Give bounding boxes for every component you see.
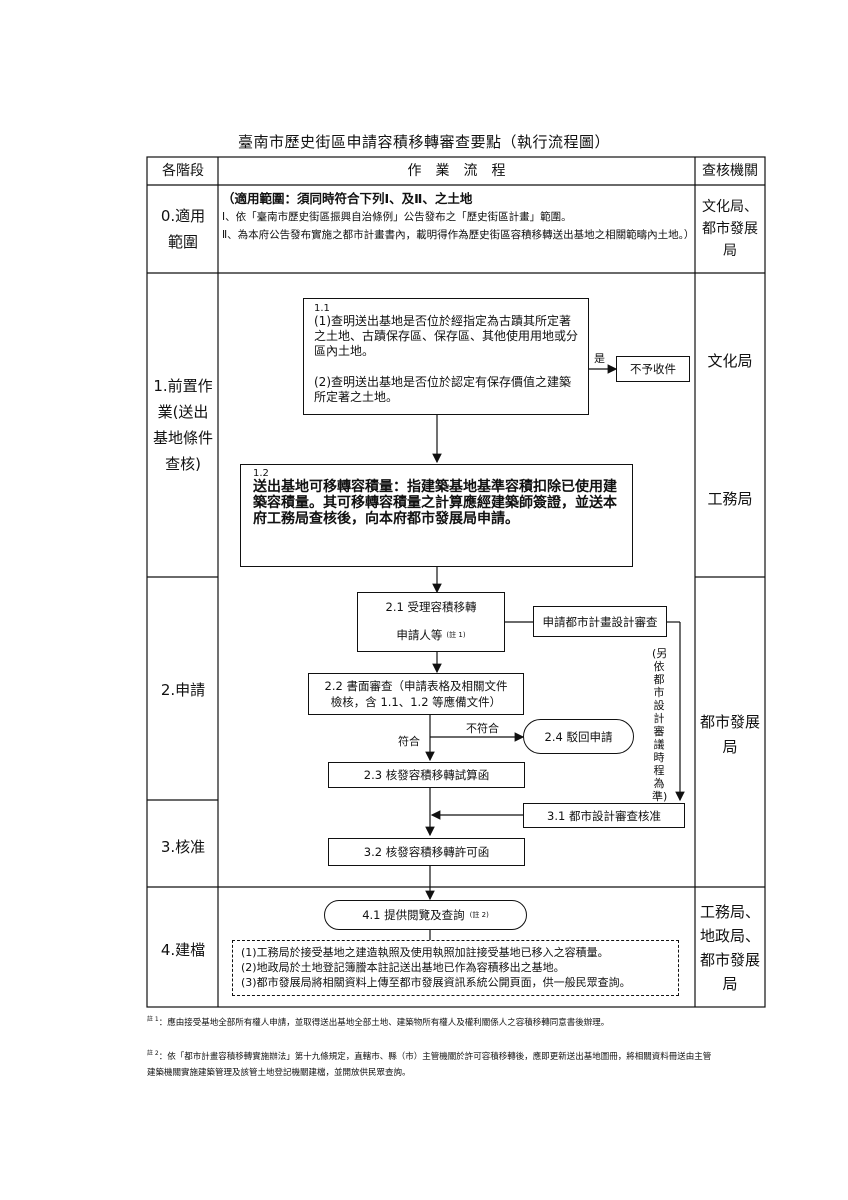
agency-prep-works: 工務局 <box>707 489 753 508</box>
label-yes: 是 <box>594 352 605 365</box>
agency-prep-culture: 文化局 <box>707 351 753 370</box>
box-2-1-title: 2.1 受理容積移轉 <box>385 599 477 614</box>
box-2-3: 2.3 核發容積移轉試算函 <box>328 762 525 788</box>
urban-review-side-note: (另依都市設計審議時程為準) <box>652 647 668 803</box>
box-reject: 不予收件 <box>616 356 690 382</box>
archive-actions-list: (1)工務局於接受基地之建造執照及使用執照加註接受基地已移入之容積量。 (2)地… <box>232 940 679 996</box>
scope-text: （適用範圍：須同時符合下列Ⅰ、及Ⅱ、之土地 Ⅰ、依「臺南市歷史街區振興自治條例」… <box>222 190 695 244</box>
box-1-2-text: 送出基地可移轉容積量：指建築基地基準容積扣除已使用建築容積量。其可移轉容積量之計… <box>253 479 617 527</box>
label-match: 符合 <box>398 735 420 748</box>
archive-action-1: (1)工務局於接受基地之建造執照及使用執照加註接受基地已移入之容積量。 <box>241 946 609 959</box>
stage-approve: 3.核准 <box>160 838 206 856</box>
document-title: 臺南市歷史街區申請容積移轉審查要點（執行流程圖） <box>237 133 610 151</box>
box-2-1: 2.1 受理容積移轉 申請人等 (註 1) <box>357 592 505 652</box>
footnote-1: 註 1：應由接受基地全部所有權人申請，並取得送出基地全部土地、建築物所有權人及權… <box>147 1012 717 1031</box>
box-2-1-applicant: 申請人等 (註 1) <box>358 620 504 650</box>
footnote-1-mark: 註 1 <box>147 1016 159 1023</box>
agency-apply: 都市發展局 <box>699 713 760 756</box>
label-not-match: 不符合 <box>466 722 499 735</box>
box-2-4-reject: 2.4 駁回申請 <box>523 719 634 754</box>
box-2-2: 2.2 書面審查（申請表格及相關文件檢核，含 1.1、1.2 等應備文件） <box>308 673 524 715</box>
stage-prep: 1.前置作業(送出基地條件查核) <box>152 377 213 473</box>
box-1-2: 1.2 送出基地可移轉容積量：指建築基地基準容積扣除已使用建築容積量。其可移轉容… <box>240 464 633 567</box>
header-flow: 作 業 流 程 <box>407 162 506 179</box>
footnote-2: 註 2：依「都市計畫容積移轉實施辦法」第十九條規定，直轄市、縣（市）主管機關於許… <box>147 1046 717 1081</box>
agency-scope: 文化局、都市發展局 <box>702 199 758 259</box>
box-3-1: 3.1 都市設計審查核准 <box>523 803 685 828</box>
box-1-1: 1.1 (1)查明送出基地是否位於經指定為古蹟其所定著之土地、古蹟保存區、保存區… <box>303 298 589 415</box>
scope-heading: （適用範圍：須同時符合下列Ⅰ、及Ⅱ、之土地 <box>222 191 473 206</box>
footnote-2-mark: 註 2 <box>147 1050 159 1057</box>
box-1-1-check-a: (1)查明送出基地是否位於經指定為古蹟其所定著之土地、古蹟保存區、保存區、其他使… <box>314 314 579 358</box>
header-agency: 查核機關 <box>702 162 758 179</box>
archive-action-3: (3)都市發展局將相關資料上傳至都市發展資訊系統公開頁面，供一般民眾查詢。 <box>241 976 631 989</box>
box-2-1-applicant-text: 申請人等 <box>396 628 443 642</box>
stage-apply: 2.申請 <box>160 681 206 699</box>
box-3-2: 3.2 核發容積移轉許可函 <box>328 838 525 866</box>
box-2-1-note: (註 1) <box>446 631 466 639</box>
header-stage: 各階段 <box>162 162 204 179</box>
box-1-2-number: 1.2 <box>253 468 269 479</box>
agency-archive: 工務局、地政局、都市發展局 <box>699 903 760 993</box>
stage-scope: 0.適用範圍 <box>160 207 206 251</box>
footnote-1-text: ：應由接受基地全部所有權人申請，並取得送出基地全部土地、建築物所有權人及權利關係… <box>158 1017 610 1028</box>
box-4-1-text: 4.1 提供閱覽及查詢 <box>362 908 465 922</box>
box-4-1-note: (註 2) <box>469 911 489 919</box>
archive-action-2: (2)地政局於土地登記簿謄本註記送出基地已作為容積移出之基地。 <box>241 961 565 974</box>
stage-archive: 4.建檔 <box>160 941 206 959</box>
scope-item-2: Ⅱ、為本府公告發布實施之都市計畫書內，載明得作為歷史街區容積移轉送出基地之相關範… <box>222 229 695 241</box>
box-1-1-number: 1.1 <box>314 303 330 314</box>
box-4-1: 4.1 提供閱覽及查詢 (註 2) <box>324 900 527 930</box>
footnote-2-text: ：依「都市計畫容積移轉實施辦法」第十九條規定，直轄市、縣（市）主管機關於許可容積… <box>147 1051 712 1078</box>
box-urban-design-review: 申請都市計畫設計審查 <box>533 606 667 637</box>
box-1-1-check-b: (2)查明送出基地是否位於認定有保存價值之建築所定著之土地。 <box>314 375 571 404</box>
scope-item-1: Ⅰ、依「臺南市歷史街區振興自治條例」公告發布之「歷史街區計畫」範圍。 <box>222 211 572 223</box>
